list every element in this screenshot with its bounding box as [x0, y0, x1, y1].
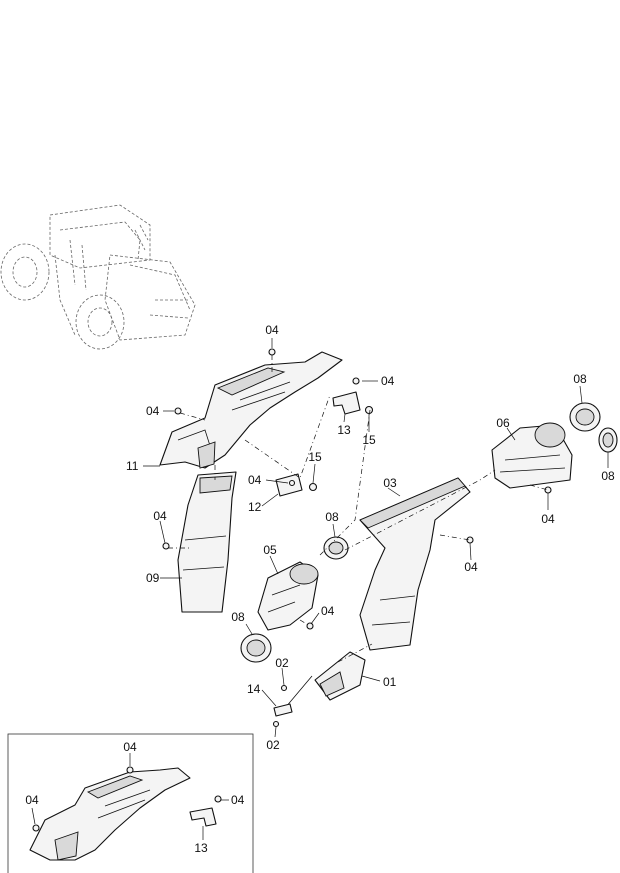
side-duct-part-06 [491, 422, 573, 489]
callout-15-upper: 15 [362, 433, 376, 447]
callout-08-center: 08 [325, 510, 339, 524]
callout-14: 14 [247, 682, 261, 696]
callout-01: 01 [383, 675, 397, 689]
bracket-part-13 [332, 377, 374, 415]
vertical-duct-part-09 [177, 471, 237, 613]
bracket-part-12 [275, 473, 318, 497]
callout-08-right: 08 [601, 469, 615, 483]
long-duct-part-03 [359, 477, 471, 651]
linkage-part-14 [272, 675, 313, 728]
callout-labels: 04 04 04 13 15 11 15 04 12 04 09 08 05 0… [126, 323, 615, 752]
callout-04-left: 04 [146, 404, 160, 418]
outlet-part-01 [314, 651, 366, 701]
tractor-overview-illustration [0, 204, 196, 350]
callout-05: 05 [263, 543, 277, 557]
callout-13: 13 [337, 423, 351, 437]
inset-callout-04-left: 04 [25, 793, 39, 807]
leader-lines [143, 338, 609, 738]
callout-03: 03 [383, 476, 397, 490]
callout-15-lower: 15 [308, 450, 322, 464]
callout-04-top: 04 [265, 323, 279, 337]
callout-08-top: 08 [573, 372, 587, 386]
callout-06: 06 [496, 416, 510, 430]
elbow-duct-part-05 [257, 561, 319, 631]
inset-callout-04-top: 04 [123, 740, 137, 754]
inset-callout-04-right: 04 [231, 793, 245, 807]
assembly-centerlines [168, 355, 549, 663]
callout-04-elbow: 04 [321, 604, 335, 618]
callout-02-lower: 02 [266, 738, 280, 752]
callout-09: 09 [146, 571, 160, 585]
callout-08-lower: 08 [231, 610, 245, 624]
callout-04-bracket: 04 [248, 473, 262, 487]
upper-duct-part-11 [159, 351, 343, 469]
callout-11: 11 [126, 459, 139, 473]
callout-04-right: 04 [381, 374, 395, 388]
callout-02-upper: 02 [275, 656, 289, 670]
screws-part-04 [162, 348, 552, 630]
inset-detail-view: 04 04 04 13 [7, 733, 254, 873]
callout-04-duct: 04 [153, 509, 167, 523]
vent-ring-part-08 [240, 402, 618, 663]
callout-04-mid: 04 [464, 560, 478, 574]
callout-12: 12 [248, 500, 262, 514]
inset-callout-13: 13 [194, 841, 208, 855]
callout-04-vent: 04 [541, 512, 555, 526]
